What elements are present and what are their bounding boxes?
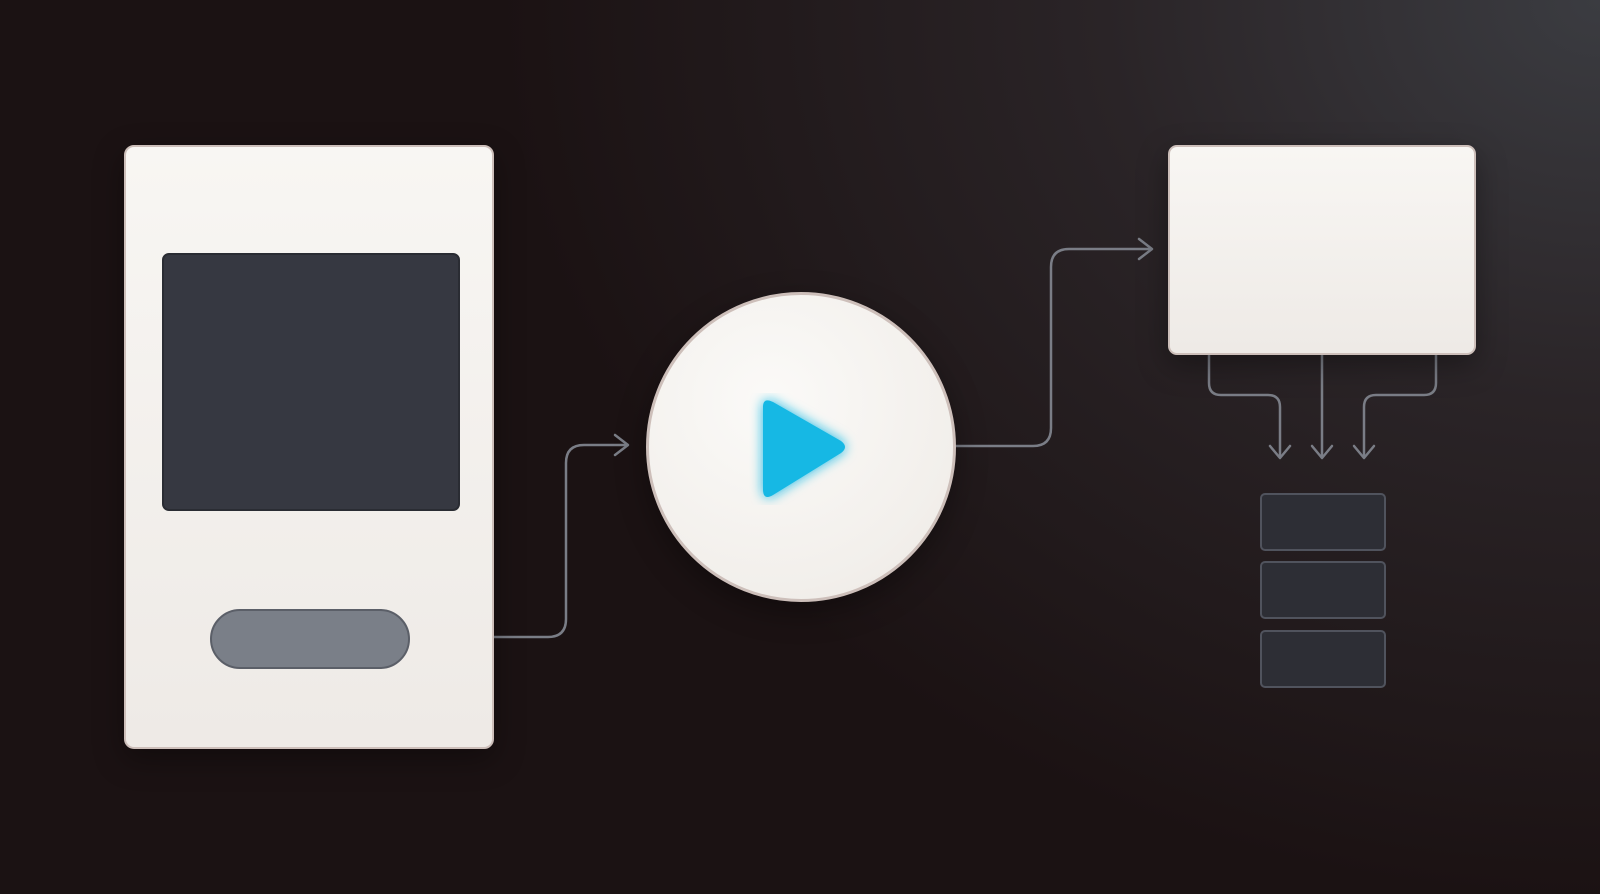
output-card [1168, 145, 1476, 355]
connector-device-to-player [492, 443, 628, 639]
device-screen [162, 253, 460, 511]
stack-block [1260, 561, 1386, 619]
arrowhead-branch-right [1352, 444, 1376, 460]
arrowhead-branch-center [1310, 444, 1334, 460]
arrowhead-branch-left [1268, 444, 1292, 460]
device-button[interactable] [210, 609, 410, 669]
arrowhead-player-to-output [1137, 237, 1154, 261]
device-card [124, 145, 494, 749]
arrowhead-device-to-player [613, 433, 630, 457]
play-icon [763, 400, 845, 497]
connector-player-to-output [954, 247, 1152, 448]
stack-block [1260, 630, 1386, 688]
stack-block [1260, 493, 1386, 551]
connector-output-branch-left [1207, 353, 1282, 458]
play-circle-node[interactable] [646, 292, 956, 602]
connector-output-branch-right [1362, 353, 1438, 458]
